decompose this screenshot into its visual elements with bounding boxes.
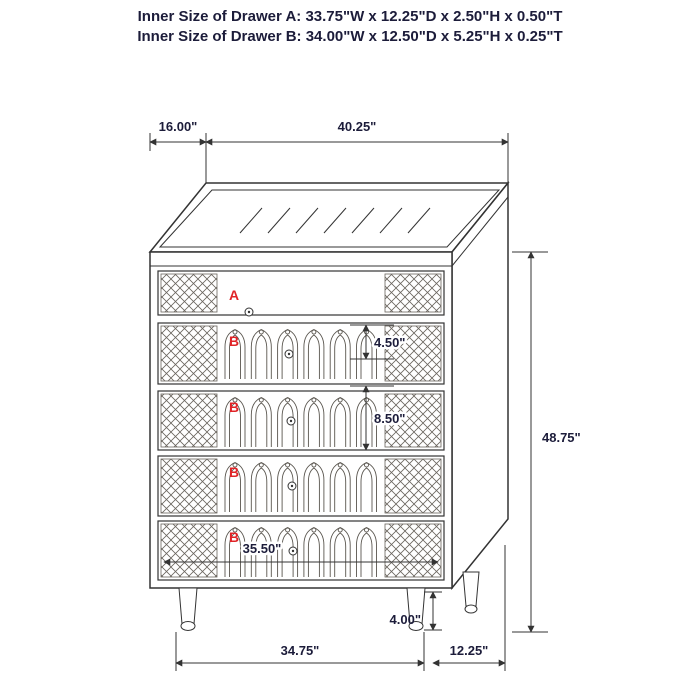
chest-side-panel (451, 180, 509, 591)
lattice-panel (384, 325, 442, 382)
top-depth-value: 16.00" (159, 119, 198, 134)
knob-dot (247, 310, 251, 314)
lattice-panel (384, 393, 442, 448)
drawer-a-height-value: 4.50" (374, 335, 405, 350)
drawer-b2-label: B (229, 399, 239, 415)
lattice-panel (160, 523, 218, 578)
knob-dot (289, 419, 293, 423)
dim-base-width: 34.75" (175, 632, 425, 671)
title-block: Inner Size of Drawer A: 33.75"W x 12.25"… (0, 7, 700, 47)
lattice-panel (160, 393, 218, 448)
overall-width-value: 40.25" (338, 119, 377, 134)
drawer-b4: B (157, 520, 445, 581)
lattice-panel (160, 273, 218, 313)
drawer-b1-label: B (229, 333, 239, 349)
drawer-a: A (157, 270, 445, 317)
chest-top-surface (148, 182, 510, 253)
base-width-value: 34.75" (281, 643, 320, 658)
front-left-foot (180, 621, 196, 631)
lattice-panel (384, 273, 442, 313)
lattice-panel (160, 325, 218, 382)
dim-drawer-b-height: 8.50" (350, 385, 408, 451)
drawer-b1: B (157, 322, 445, 385)
title-line-2: Inner Size of Drawer B: 34.00"W x 12.50"… (137, 28, 563, 45)
dim-drawer-a-height: 4.50" (350, 324, 408, 360)
dim-overall-height: 48.75" (512, 251, 581, 633)
knob-dot (291, 549, 295, 553)
lattice-panel (384, 523, 442, 578)
drawer-b2: B (157, 390, 445, 451)
front-right-foot (408, 621, 424, 631)
inner-width-value: 35.50" (243, 541, 282, 556)
knob-dot (290, 484, 294, 488)
overall-height-value: 48.75" (542, 430, 581, 445)
drawer-b-height-value: 8.50" (374, 411, 405, 426)
chest-legs (178, 571, 480, 631)
dim-inner-width: 35.50" (163, 539, 439, 566)
drawer-a-label: A (229, 287, 239, 303)
drawer-b3-label: B (229, 464, 239, 480)
lattice-panel (160, 458, 218, 514)
top-glass-hatch (239, 207, 431, 234)
drawer-b4-label: B (229, 529, 239, 545)
knob-dot (287, 352, 291, 356)
back-right-foot (464, 604, 478, 614)
leg-height-value: 4.00" (390, 612, 421, 627)
dim-overall-width: 40.25" (205, 119, 509, 183)
back-right-leg (462, 571, 480, 607)
lattice-panel (384, 458, 442, 514)
dim-top-depth: 16.00" (149, 119, 207, 183)
front-left-leg (178, 587, 198, 625)
dim-leg-height: 4.00" (390, 591, 442, 631)
drawer-b3: B (157, 455, 445, 517)
title-line-1: Inner Size of Drawer A: 33.75"W x 12.25"… (137, 8, 563, 25)
base-depth-value: 12.25" (450, 643, 489, 658)
dim-base-depth: 12.25" (432, 545, 506, 671)
